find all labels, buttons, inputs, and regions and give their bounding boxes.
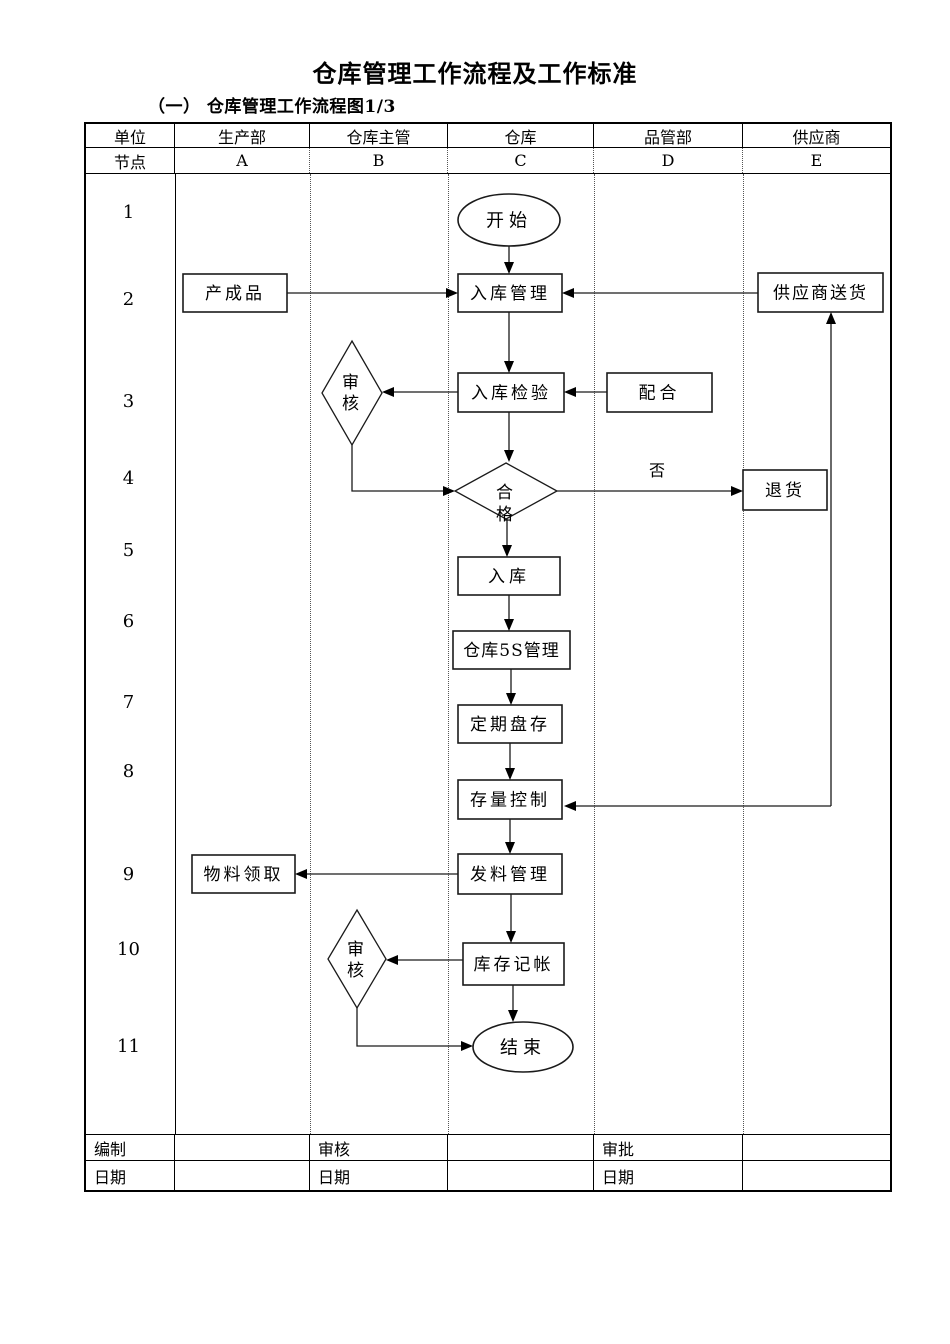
flowchart-table: 单位 生产部 仓库主管 仓库 品管部 供应商 节点 A B C D E 编制 审…	[84, 122, 892, 1192]
column-divider	[743, 174, 744, 1134]
row-number-11: 11	[117, 1036, 140, 1057]
header-lane-a: A	[175, 148, 310, 173]
label-date-3: 日期	[594, 1161, 743, 1190]
row-number-8: 8	[122, 761, 135, 782]
row-number-3: 3	[122, 391, 135, 412]
label-date-1: 日期	[86, 1161, 175, 1190]
row-number-7: 7	[122, 692, 135, 713]
prepared-by-value	[175, 1135, 310, 1160]
flowchart-body	[86, 174, 890, 1135]
reviewed-by-value	[448, 1135, 594, 1160]
page-title: 仓库管理工作流程及工作标准	[312, 59, 638, 88]
label-reviewed-by: 审核	[310, 1135, 448, 1160]
header-lane-e: E	[810, 151, 823, 170]
label-approved-by: 审批	[594, 1135, 743, 1160]
row-number-9: 9	[122, 864, 135, 885]
signoff-row: 编制 审核 审批	[86, 1135, 890, 1161]
node-header-row: 节点 A B C D E	[86, 148, 890, 174]
header-lane-d: D	[594, 148, 743, 173]
column-divider	[448, 174, 449, 1134]
column-divider	[594, 174, 595, 1134]
row-number-4: 4	[122, 468, 135, 489]
header-qc: 品管部	[594, 124, 743, 147]
header-lane-c: C	[448, 148, 594, 173]
header-warehouse: 仓库	[448, 124, 594, 147]
date-row: 日期 日期 日期	[86, 1161, 890, 1190]
header-supplier: 供应商	[792, 127, 841, 147]
unit-header-row: 单位 生产部 仓库主管 仓库 品管部 供应商	[86, 124, 890, 148]
date-1-value	[175, 1161, 310, 1190]
column-divider	[175, 174, 176, 1134]
approved-by-value	[743, 1135, 890, 1160]
column-divider	[310, 174, 311, 1134]
header-lane-b: B	[310, 148, 448, 173]
row-number-10: 10	[117, 939, 140, 960]
header-node: 节点	[86, 148, 175, 173]
date-3-value	[743, 1161, 890, 1190]
row-number-1: 1	[122, 202, 135, 223]
label-prepared-by: 编制	[86, 1135, 175, 1160]
date-2-value	[448, 1161, 594, 1190]
row-number-5: 5	[122, 540, 135, 561]
section-subtitle: （一） 仓库管理工作流程图1/3	[148, 97, 396, 117]
label-date-2: 日期	[310, 1161, 448, 1190]
header-supervisor: 仓库主管	[310, 124, 448, 147]
header-production: 生产部	[175, 124, 310, 147]
row-number-2: 2	[122, 289, 135, 310]
header-unit: 单位	[86, 124, 175, 147]
row-number-6: 6	[122, 611, 135, 632]
